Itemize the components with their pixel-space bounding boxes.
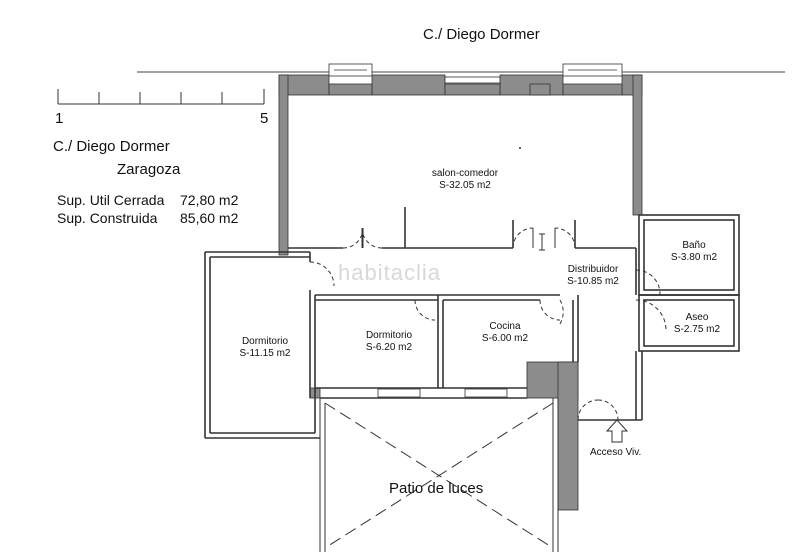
patio-label: Patio de luces (389, 480, 484, 497)
room-salon: salon-comedor S-32.05 m2 (421, 168, 509, 192)
top-windows (328, 63, 623, 84)
thick-walls (278, 74, 643, 511)
patio-windows (377, 388, 508, 398)
room-dormitorio-2: Dormitorio S-6.20 m2 (352, 330, 426, 354)
entry-arrow-icon (605, 419, 629, 443)
room-dormitorio-1-area: S-11.15 m2 (239, 348, 291, 359)
patio-cross (324, 402, 554, 549)
room-distribuidor-area: S-10.85 m2 (567, 276, 619, 287)
watermark: habitaclia (338, 260, 441, 285)
room-dormitorio-1: Dormitorio S-11.15 m2 (225, 336, 305, 360)
info-built-value: 85,60 m2 (180, 210, 239, 226)
info-util-label: Sup. Util Cerrada (57, 192, 165, 208)
door-swings (309, 227, 667, 421)
info-util-value: 72,80 m2 (180, 192, 239, 208)
scale-end-label: 5 (260, 110, 269, 127)
room-cocina: Cocina S-6.00 m2 (470, 321, 540, 345)
room-bano-area: S-3.80 m2 (670, 252, 718, 263)
room-salon-area: S-32.05 m2 (439, 180, 491, 191)
room-bano-name: Baño (682, 240, 706, 251)
room-aseo: Aseo S-2.75 m2 (664, 312, 730, 336)
room-bano: Baño S-3.80 m2 (660, 240, 728, 264)
scale-bar (57, 89, 265, 105)
room-dormitorio-1-name: Dormitorio (241, 336, 289, 347)
room-dormitorio-2-name: Dormitorio (365, 330, 413, 341)
door-leaves (361, 228, 556, 251)
patio-outline (319, 398, 559, 552)
scale-start-label: 1 (55, 110, 64, 127)
room-cocina-area: S-6.00 m2 (481, 333, 529, 344)
room-distribuidor: Distribuidor S-10.85 m2 (558, 264, 628, 288)
room-aseo-area: S-2.75 m2 (673, 324, 721, 335)
room-aseo-name: Aseo (685, 312, 709, 323)
room-distribuidor-name: Distribuidor (567, 264, 619, 275)
room-walls (204, 207, 740, 439)
info-built-label: Sup. Construida (57, 210, 158, 226)
street-title-top: C./ Diego Dormer (423, 26, 540, 43)
acceso-label: Acceso Viv. (590, 447, 642, 458)
info-street: C./ Diego Dormer (53, 138, 170, 155)
salon-dot (519, 147, 521, 149)
info-city: Zaragoza (117, 161, 181, 178)
room-salon-name: salon-comedor (431, 168, 499, 179)
room-cocina-name: Cocina (489, 321, 521, 332)
room-dormitorio-2-area: S-6.20 m2 (365, 342, 413, 353)
